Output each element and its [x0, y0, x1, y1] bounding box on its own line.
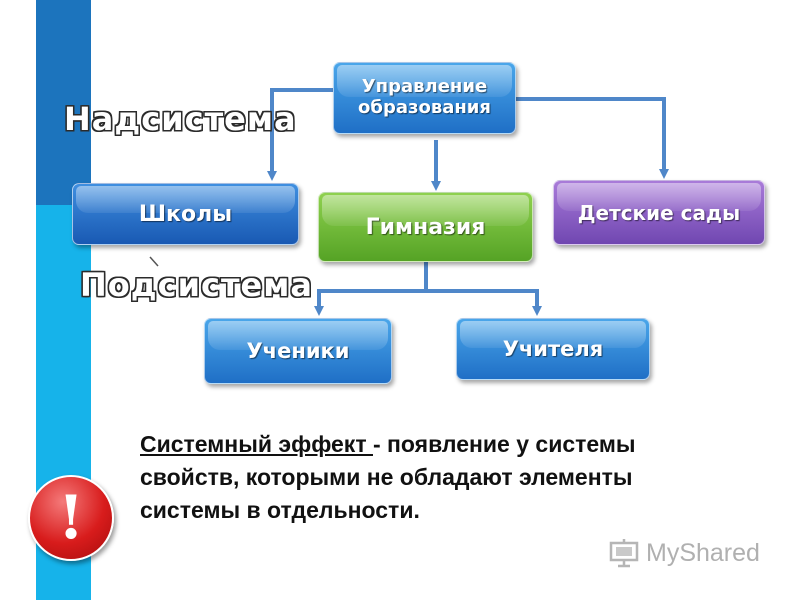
node-management: Управление образования	[333, 62, 516, 134]
node-students: Ученики	[204, 318, 392, 384]
edge-management-kindergartens	[516, 97, 669, 179]
node-teachers: Учителя	[456, 318, 650, 380]
definition-body: - появление у системы свойств, которыми …	[140, 431, 636, 523]
node-management-label: Управление образования	[358, 76, 491, 118]
node-schools-label: Школы	[138, 201, 233, 227]
node-kindergartens: Детские сады	[553, 180, 765, 245]
definition-term: Системный эффект	[140, 431, 373, 457]
edge-management-schools	[267, 88, 334, 181]
label-subsystem: Подсистема	[80, 266, 313, 304]
node-gymnasium-label: Гимназия	[365, 214, 486, 240]
watermark: MyShared	[608, 536, 760, 570]
node-gymnasium: Гимназия	[318, 192, 533, 262]
small-tick-mark	[149, 256, 159, 267]
label-supersystem: Надсистема	[64, 100, 297, 138]
edge-gymnasium-teachers	[426, 289, 542, 316]
node-teachers-label: Учителя	[502, 337, 604, 361]
node-kindergartens-label: Детские сады	[577, 200, 741, 225]
left-bar-top	[36, 0, 91, 205]
edge-gymnasium-students	[314, 262, 428, 316]
node-students-label: Ученики	[246, 339, 350, 363]
presentation-board-icon	[609, 539, 639, 568]
exclamation-mark: !	[57, 483, 85, 553]
definition-text: Системный эффект - появление у системы с…	[140, 428, 670, 527]
node-schools: Школы	[72, 183, 299, 245]
watermark-text: MyShared	[646, 538, 760, 567]
exclamation-icon: !	[28, 475, 114, 561]
